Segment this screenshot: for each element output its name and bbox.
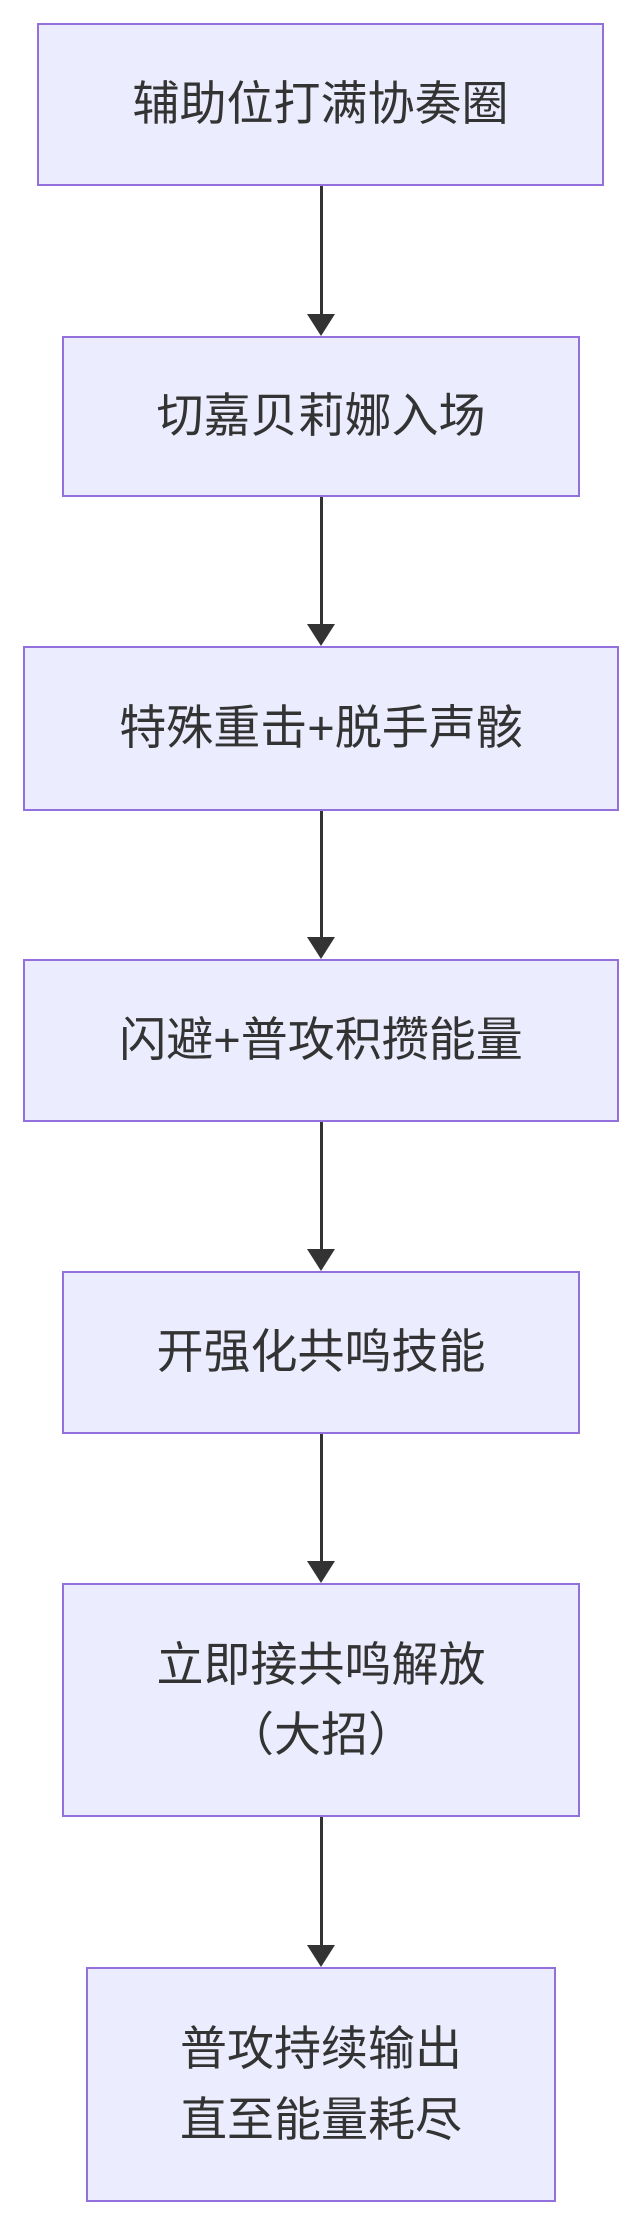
node-label: 立即接共鸣解放 （大招） — [156, 1637, 486, 1762]
flowchart-node-step-4: 闪避+普攻积攒能量 — [23, 959, 619, 1122]
arrow-line — [319, 1434, 323, 1567]
flowchart-node-step-6: 立即接共鸣解放 （大招） — [62, 1583, 580, 1817]
flowchart-node-step-3: 特殊重击+脱手声骸 — [23, 646, 619, 811]
node-label: 开强化共鸣技能 — [156, 1325, 486, 1379]
flowchart-node-step-5: 开强化共鸣技能 — [62, 1271, 580, 1434]
flowchart-node-step-7: 普攻持续输出 直至能量耗尽 — [86, 1967, 556, 2202]
down-arrow-connector-1 — [307, 186, 335, 336]
arrow-line — [319, 186, 323, 320]
flowchart-node-step-1: 辅助位打满协奏圈 — [37, 23, 604, 186]
arrow-head-icon — [307, 1249, 335, 1271]
arrow-head-icon — [307, 937, 335, 959]
node-label: 辅助位打满协奏圈 — [132, 77, 509, 131]
down-arrow-connector-6 — [307, 1817, 335, 1967]
arrow-head-icon — [307, 624, 335, 646]
arrow-head-icon — [307, 1561, 335, 1583]
flowchart-node-step-2: 切嘉贝莉娜入场 — [62, 336, 580, 497]
arrow-line — [319, 1122, 323, 1255]
node-label: 普攻持续输出 直至能量耗尽 — [180, 2022, 462, 2146]
arrow-head-icon — [307, 1945, 335, 1967]
down-arrow-connector-2 — [307, 497, 335, 646]
down-arrow-connector-4 — [307, 1122, 335, 1271]
node-label: 切嘉贝莉娜入场 — [156, 389, 486, 443]
down-arrow-connector-5 — [307, 1434, 335, 1583]
arrow-line — [319, 497, 323, 630]
down-arrow-connector-3 — [307, 811, 335, 959]
node-label: 特殊重击+脱手声骸 — [119, 701, 523, 755]
arrow-line — [319, 811, 323, 943]
node-label: 闪避+普攻积攒能量 — [119, 1013, 523, 1067]
arrow-head-icon — [307, 314, 335, 336]
arrow-line — [319, 1817, 323, 1951]
